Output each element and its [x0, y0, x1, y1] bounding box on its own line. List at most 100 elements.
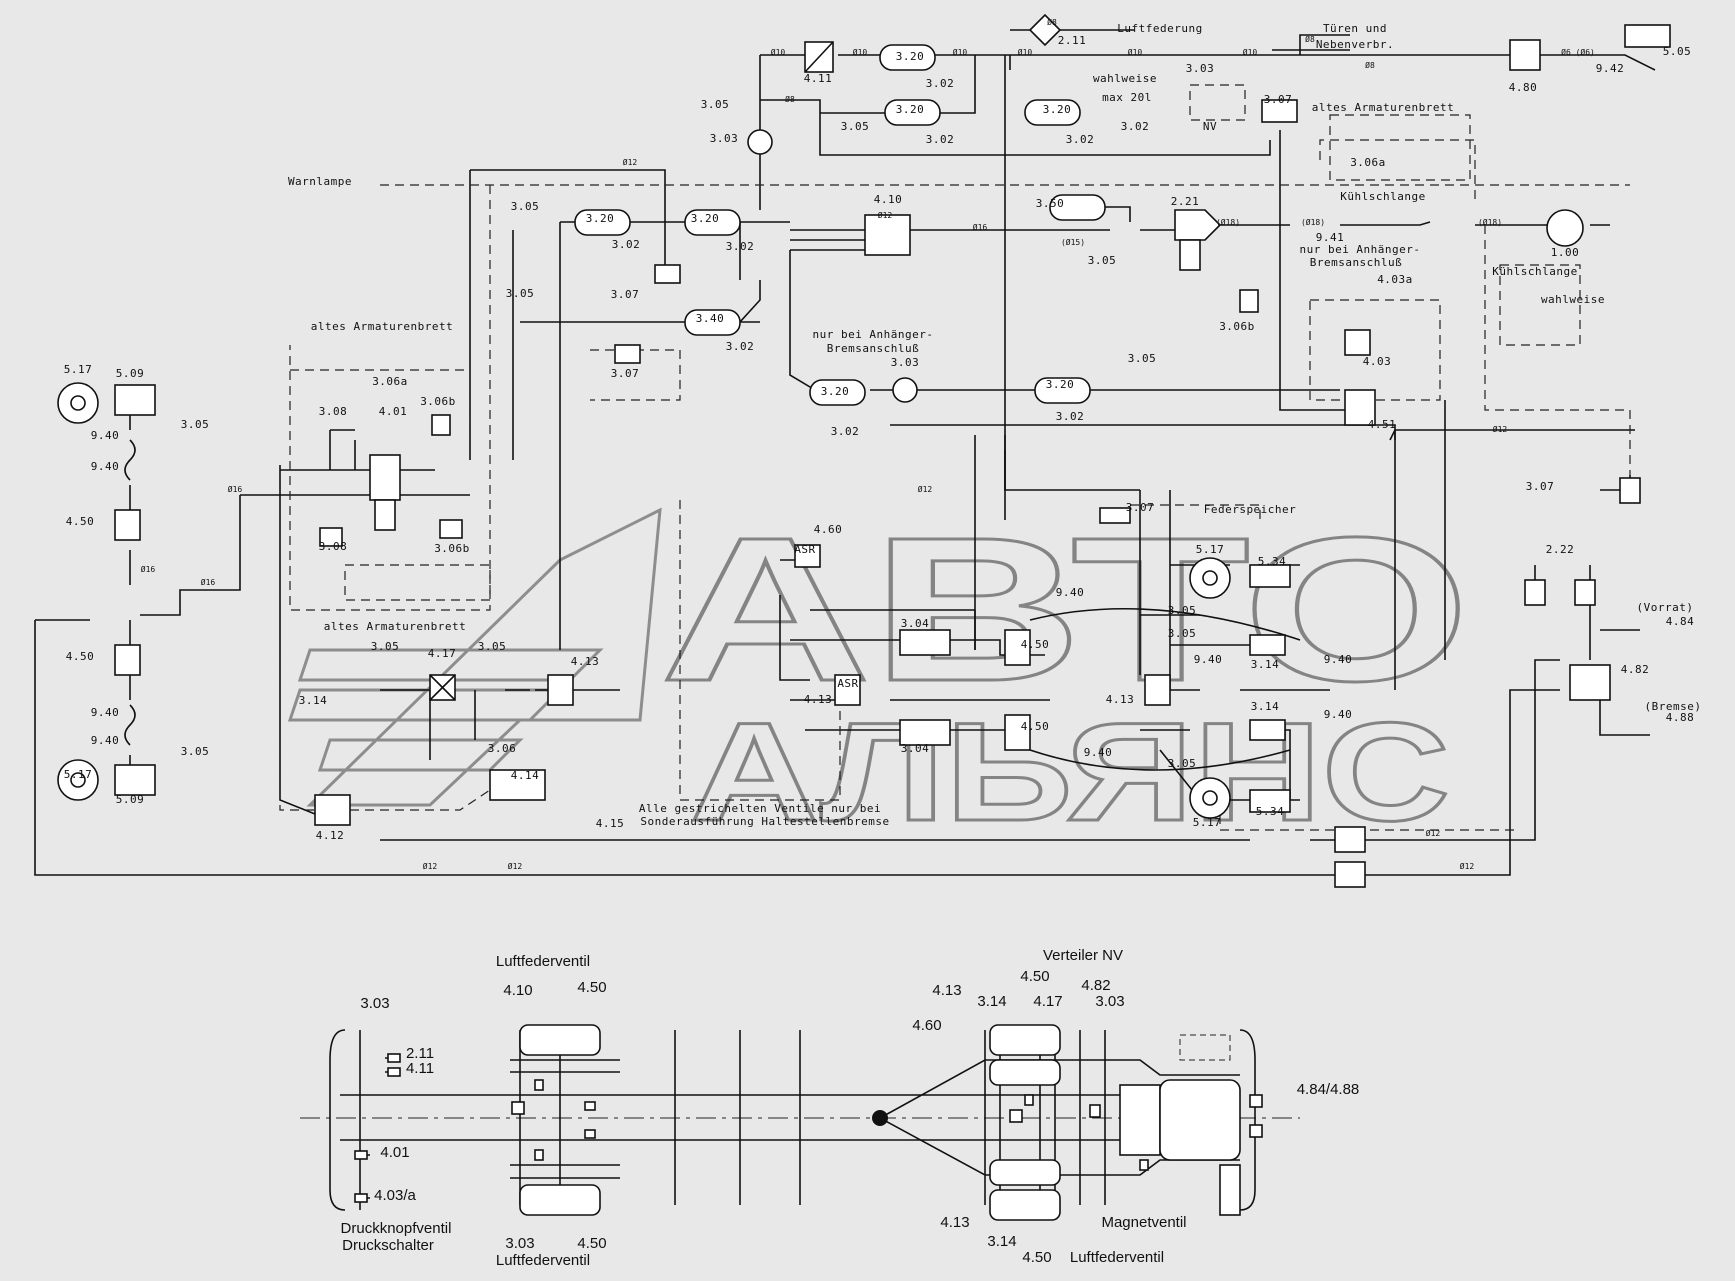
nodes-label: 3.02 [726, 240, 755, 253]
pipe_labels-label: Ø8 [785, 94, 795, 104]
nodes-label: 9.40 [91, 706, 120, 719]
chassis_labels-label: 4.10 [503, 982, 532, 999]
nodes-label: 3.05 [371, 640, 400, 653]
brake-chamber-5-17-a [57, 382, 99, 424]
nodes-label: 3.06 [488, 742, 517, 755]
brake-chamber-5-17-c [1189, 557, 1231, 599]
hose-9-40-d [1029, 749, 1291, 771]
nodes-label: Kühlschlange [1492, 265, 1577, 278]
nodes-label: ASR [794, 543, 815, 556]
tank-3-20-g [1034, 377, 1091, 404]
nodes-label: (Vorrat) [1637, 601, 1694, 614]
nodes-label: 3.02 [1066, 133, 1095, 146]
pipe_labels-label: Ø12 [423, 861, 438, 871]
pipe_labels-label: Ø12 [623, 157, 638, 167]
valve-3-07-e [1099, 507, 1131, 524]
relay-4-13-b [834, 674, 861, 706]
nodes-label: 5.17 [64, 363, 93, 376]
watermark-wing-icon [287, 507, 662, 807]
nodes-label: 4.60 [814, 523, 843, 536]
tank-3-20-b [884, 99, 941, 126]
nodes-label: 3.05 [1128, 352, 1157, 365]
spring-5-34-b [1249, 789, 1291, 813]
nodes-label: 9.40 [91, 429, 120, 442]
valve-4-80 [1509, 39, 1541, 71]
tank-3-20-a [879, 44, 936, 71]
nodes-label: 4.50 [1021, 638, 1050, 651]
switch-3-06b-c [431, 414, 451, 436]
nodes-label: 3.07 [611, 288, 640, 301]
nodes-label: 2.22 [1546, 543, 1575, 556]
nodes-label: Warnlampe [288, 175, 352, 188]
pipe_labels-label: Ø12 [508, 861, 523, 871]
nodes-label: 4.10 [874, 193, 903, 206]
asr-4-60 [794, 544, 821, 568]
chassis_labels-label: 4.50 [1022, 1249, 1051, 1266]
nodes-label: 3.08 [319, 540, 348, 553]
nodes-label: 3.06b [1219, 320, 1255, 333]
nodes-label: 4.13 [1106, 693, 1135, 706]
nodes-label: 4.84 [1666, 615, 1695, 628]
chassis_labels-label: 3.03 [1095, 993, 1124, 1010]
nodes-label: 3.14 [1251, 658, 1280, 671]
switch-3-06b-a [1239, 289, 1259, 313]
kingpin-icon [872, 1110, 888, 1126]
valve-4-50-a [114, 509, 141, 541]
pipe_labels-label: Ø8 [1047, 17, 1057, 27]
nodes-label: 3.05 [1168, 627, 1197, 640]
brake-chamber-5-17-d [1189, 777, 1231, 819]
axle-wheel-fl [519, 1024, 601, 1056]
nodes-label: 9.40 [1324, 708, 1353, 721]
nodes-label: 9.40 [1194, 653, 1223, 666]
pipe_labels-label: Ø16 [228, 484, 243, 494]
nodes-label: 3.07 [1526, 480, 1555, 493]
compressor-1-00 [1546, 209, 1584, 247]
chassis_labels-label: 4.17 [1033, 993, 1062, 1010]
nodes-label: 3.05 [1168, 604, 1197, 617]
nodes-label: 5.34 [1258, 555, 1287, 568]
tank-3-20-f [809, 379, 866, 406]
chassis_labels-label: 3.03 [505, 1235, 534, 1252]
chassis_labels-label: Druckschalter [342, 1237, 434, 1254]
nodes-label: 3.07 [1264, 93, 1293, 106]
chassis_labels-label: 4.82 [1081, 977, 1110, 994]
fuel-tank [1219, 1164, 1241, 1216]
nodes-label: 3.05 [841, 120, 870, 133]
nodes-label: 4.15 [596, 817, 625, 830]
nodes-label: 3.20 [821, 385, 850, 398]
engine-block [1159, 1079, 1241, 1161]
chassis_labels-label: Druckknopfventil [341, 1220, 452, 1237]
nodes-label: 4.17 [428, 647, 457, 660]
chassis_labels-label: 3.03 [360, 995, 389, 1012]
chassis_labels-label: 4.01 [380, 1144, 409, 1161]
valve-3-07-a [1261, 99, 1298, 123]
pipe_labels-label: Ø16 [201, 577, 216, 587]
nodes-label: 3.03 [1186, 62, 1215, 75]
nodes-label: 3.02 [1121, 120, 1150, 133]
nodes-label: 4.51 [1368, 418, 1397, 431]
tank-3-20-c [1024, 99, 1081, 126]
nodes-label: 2.11 [1058, 34, 1087, 47]
valve-3-14-b [1249, 719, 1286, 741]
switch-2-22-a [1524, 579, 1546, 606]
chassis_labels-label: Luftfederventil [1070, 1249, 1164, 1266]
nodes-label: Bremsanschluß [1310, 256, 1403, 269]
chassis-drawing [300, 1024, 1300, 1221]
tank-3-20-d [574, 209, 631, 236]
chassis_labels-label: 4.13 [940, 1214, 969, 1231]
valve-3-03-a [747, 129, 773, 155]
nodes-label: 9.40 [1056, 586, 1085, 599]
switch-5-05 [1624, 24, 1671, 48]
relay-4-13-c [1144, 674, 1171, 706]
pipe_labels-label: Ø10 [953, 47, 968, 57]
nodes-label: 4.80 [1509, 81, 1538, 94]
nodes-label: 5.09 [116, 367, 145, 380]
pipe_labels-label: Ø10 [771, 47, 786, 57]
nodes-label: 2.21 [1171, 195, 1200, 208]
nodes-label: 1.00 [1551, 246, 1580, 259]
nodes-label: 4.88 [1666, 711, 1695, 724]
dryer-2-21-body [1179, 239, 1201, 271]
nodes-label: 3.02 [926, 133, 955, 146]
pipe_labels-label: Ø16 [973, 222, 988, 232]
nodes-label: 3.14 [299, 694, 328, 707]
